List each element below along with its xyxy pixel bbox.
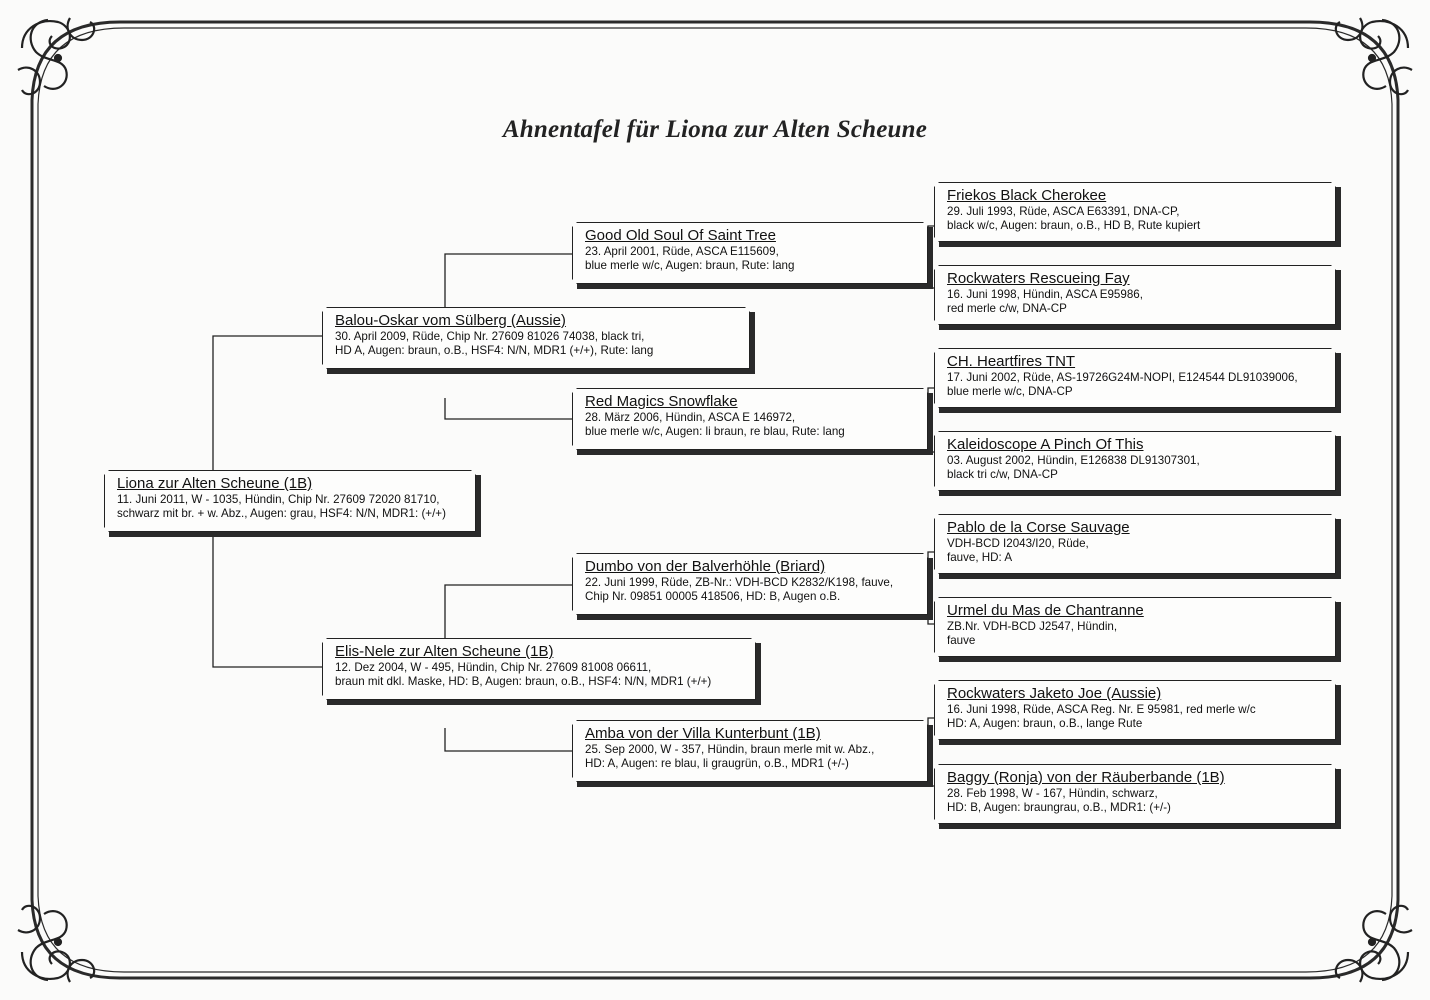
dd-dam-box: Baggy (Ronja) von der Räuberbande (1B) 2… (934, 764, 1336, 824)
dam-name: Elis-Nele zur Alten Scheune (1B) (335, 643, 554, 660)
sire-sire-detail-1: 23. April 2001, Rüde, ASCA E115609, (585, 245, 779, 258)
sd-dam-box: Kaleidoscope A Pinch Of This 03. August … (934, 431, 1336, 491)
ds-dam-box: Urmel du Mas de Chantranne ZB.Nr. VDH-BC… (934, 597, 1336, 657)
subject-detail-2: schwarz mit br. + w. Abz., Augen: grau, … (117, 507, 446, 520)
dam-sire-detail-2: Chip Nr. 09851 00005 418506, HD: B, Auge… (585, 590, 841, 603)
sd-dam-name: Kaleidoscope A Pinch Of This (947, 436, 1144, 453)
corner-ornament (17, 17, 96, 96)
sd-sire-detail-2: blue merle w/c, DNA-CP (947, 385, 1073, 398)
sire-dam-detail-1: 28. März 2006, Hündin, ASCA E 146972, (585, 411, 796, 424)
subject-detail-1: 11. Juni 2011, W - 1035, Hündin, Chip Nr… (117, 493, 440, 506)
sire-name: Balou-Oskar vom Sülberg (Aussie) (335, 312, 566, 329)
dam-detail-1: 12. Dez 2004, W - 495, Hündin, Chip Nr. … (335, 661, 652, 674)
ss-sire-box: Friekos Black Cherokee 29. Juli 1993, Rü… (934, 182, 1336, 242)
ss-sire-detail-2: black w/c, Augen: braun, o.B., HD B, Rut… (947, 219, 1201, 232)
dd-dam-detail-2: HD: B, Augen: braungrau, o.B., MDR1: (+/… (947, 801, 1171, 814)
sire-detail-1: 30. April 2009, Rüde, Chip Nr. 27609 810… (335, 330, 645, 343)
dd-sire-detail-2: HD: A, Augen: braun, o.B., lange Rute (947, 717, 1143, 730)
ss-sire-detail-1: 29. Juli 1993, Rüde, ASCA E63391, DNA-CP… (947, 205, 1180, 218)
frame-inner-border (37, 27, 1393, 973)
sire-detail-2: HD A, Augen: braun, o.B., HSF4: N/N, MDR… (335, 344, 654, 357)
dam-dam-detail-2: HD: A, Augen: re blau, li graugrün, o.B.… (585, 757, 849, 770)
ss-dam-detail-2: red merle c/w, DNA-CP (947, 302, 1067, 315)
sire-dam-name: Red Magics Snowflake (585, 393, 738, 410)
dam-sire-box: Dumbo von der Balverhöhle (Briard) 22. J… (572, 553, 928, 615)
dam-box: Elis-Nele zur Alten Scheune (1B) 12. Dez… (322, 638, 756, 700)
sire-dam-detail-2: blue merle w/c, Augen: li braun, re blau… (585, 425, 845, 438)
sd-dam-detail-1: 03. August 2002, Hündin, E126838 DL91307… (947, 454, 1200, 467)
ds-sire-box: Pablo de la Corse Sauvage VDH-BCD I2043/… (934, 514, 1336, 574)
sire-sire-detail-2: blue merle w/c, Augen: braun, Rute: lang (585, 259, 795, 272)
sd-sire-box: CH. Heartfires TNT 17. Juni 2002, Rüde, … (934, 348, 1336, 408)
sire-sire-box: Good Old Soul Of Saint Tree 23. April 20… (572, 222, 928, 284)
dam-detail-2: braun mit dkl. Maske, HD: B, Augen: brau… (335, 675, 712, 688)
dam-dam-detail-1: 25. Sep 2000, W - 357, Hündin, braun mer… (585, 743, 875, 756)
ds-sire-detail-1: VDH-BCD I2043/I20, Rüde, (947, 537, 1089, 550)
subject-name: Liona zur Alten Scheune (1B) (117, 475, 313, 492)
dam-dam-name: Amba von der Villa Kunterbunt (1B) (585, 725, 821, 742)
dam-dam-box: Amba von der Villa Kunterbunt (1B) 25. S… (572, 720, 928, 782)
ds-dam-detail-1: ZB.Nr. VDH-BCD J2547, Hündin, (947, 620, 1118, 633)
ds-dam-detail-2: fauve (947, 634, 976, 647)
ds-sire-detail-2: fauve, HD: A (947, 551, 1013, 564)
dd-sire-box: Rockwaters Jaketo Joe (Aussie) 16. Juni … (934, 680, 1336, 740)
dd-sire-name: Rockwaters Jaketo Joe (Aussie) (947, 685, 1162, 702)
dam-sire-name: Dumbo von der Balverhöhle (Briard) (585, 558, 826, 575)
dd-dam-name: Baggy (Ronja) von der Räuberbande (1B) (947, 769, 1225, 786)
dd-sire-detail-1: 16. Juni 1998, Rüde, ASCA Reg. Nr. E 959… (947, 703, 1256, 716)
sd-sire-detail-1: 17. Juni 2002, Rüde, AS-19726G24M-NOPI, … (947, 371, 1298, 384)
ds-dam-name: Urmel du Mas de Chantranne (947, 602, 1144, 619)
ss-dam-name: Rockwaters Rescueing Fay (947, 270, 1130, 287)
dam-sire-detail-1: 22. Juni 1999, Rüde, ZB-Nr.: VDH-BCD K28… (585, 576, 894, 589)
dd-dam-detail-1: 28. Feb 1998, W - 167, Hündin, schwarz, (947, 787, 1158, 800)
ss-sire-name: Friekos Black Cherokee (947, 187, 1107, 204)
ss-dam-detail-1: 16. Juni 1998, Hündin, ASCA E95986, (947, 288, 1143, 301)
subject-box: Liona zur Alten Scheune (1B) 11. Juni 20… (104, 470, 476, 532)
page-title: Ahnentafel für Liona zur Alten Scheune (502, 116, 928, 143)
sd-dam-detail-2: black tri c/w, DNA-CP (947, 468, 1058, 481)
sd-sire-name: CH. Heartfires TNT (947, 353, 1076, 370)
sire-dam-box: Red Magics Snowflake 28. März 2006, Hünd… (572, 388, 928, 450)
sire-box: Balou-Oskar vom Sülberg (Aussie) 30. Apr… (322, 307, 750, 369)
ds-sire-name: Pablo de la Corse Sauvage (947, 519, 1130, 536)
ss-dam-box: Rockwaters Rescueing Fay 16. Juni 1998, … (934, 265, 1336, 325)
sire-sire-name: Good Old Soul Of Saint Tree (585, 227, 776, 244)
